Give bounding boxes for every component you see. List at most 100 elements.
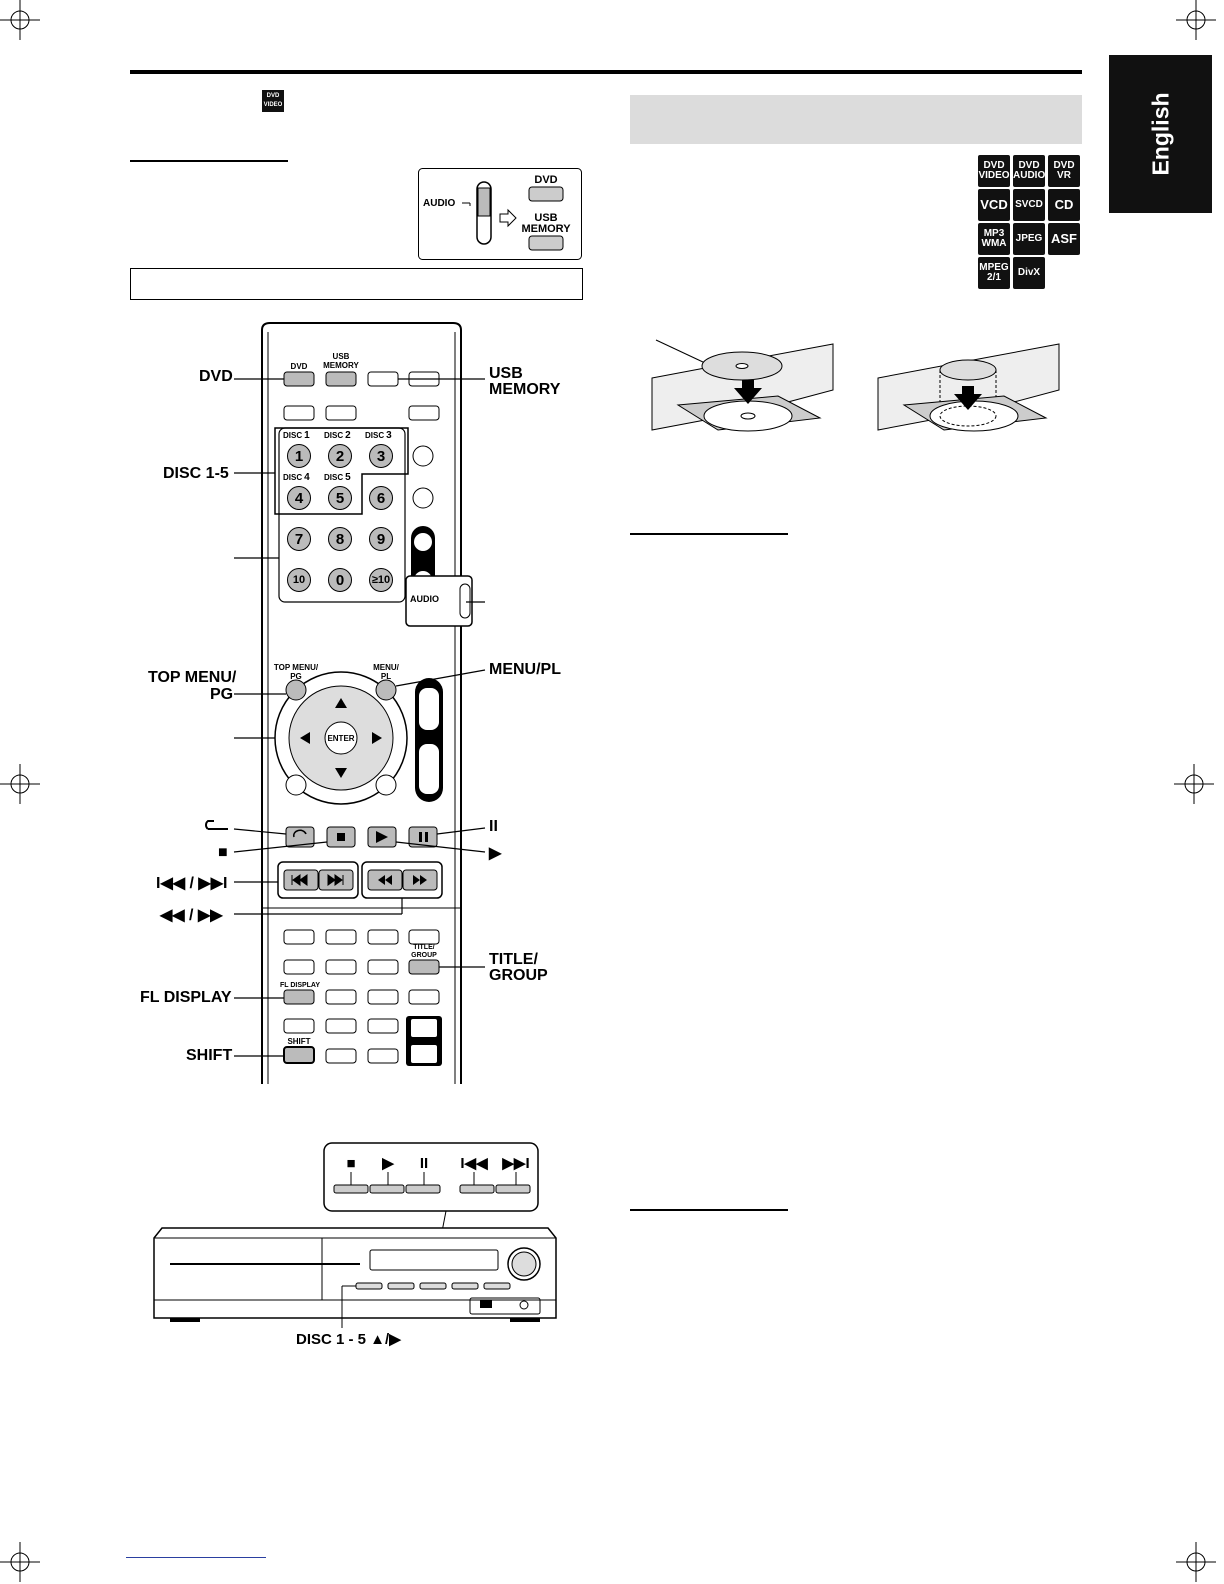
registration-mark-icon: [1176, 1542, 1216, 1582]
unit-stop-symbol: ■: [346, 1155, 355, 1172]
format-icon-line2: WMA: [981, 238, 1007, 249]
disc-key-number: 2: [345, 430, 351, 441]
dvd-video-icon: DVD VIDEO: [262, 90, 284, 112]
disc-key-prefix: DISC: [324, 431, 344, 440]
format-icon-line1: DVD: [1053, 159, 1075, 171]
number-key: 9: [369, 527, 393, 551]
disc-key-number: 5: [345, 472, 351, 483]
key-menu-label: MENU/: [373, 663, 400, 672]
callout-group: GROUP: [489, 967, 548, 984]
callout-pause: II: [489, 818, 498, 835]
section-rule: [630, 533, 788, 535]
registration-mark-icon: [1176, 0, 1216, 40]
source-selector-illustration: AUDIO DVD USB MEMORY: [418, 168, 582, 260]
format-icon: DivX: [1013, 257, 1045, 289]
format-icon-line1: VCD: [980, 197, 1008, 213]
return-icon: [205, 820, 228, 830]
format-icon-line1: MP3: [983, 227, 1005, 239]
callout-disc: DISC 1-5: [163, 465, 229, 482]
format-icon-line1: DVD: [1018, 159, 1040, 171]
callout-pg: PG: [210, 686, 234, 703]
disc-key-prefix: DISC: [324, 473, 344, 482]
note-box: [130, 268, 583, 300]
format-icon: CD: [1048, 189, 1080, 221]
disc-key-number: 4: [304, 472, 310, 483]
unit-pause-symbol: II: [420, 1155, 428, 1172]
disc-load-illustration-2: [877, 343, 1060, 432]
callout-menu-pl: MENU/PL: [489, 661, 561, 678]
format-icon-line1: JPEG: [1015, 232, 1043, 244]
disc-key-number: 3: [386, 430, 392, 441]
number-key: 4: [287, 486, 311, 510]
number-key: 6: [369, 486, 393, 510]
callout-stop: ■: [218, 844, 228, 861]
callout-dvd: DVD: [199, 368, 233, 385]
callout-play: ▶: [489, 845, 502, 862]
main-unit-illustration: ■ ▶ II I◀◀ ▶▶I: [153, 1142, 557, 1328]
callout-disc-eject: DISC 1 - 5 ▲/▶: [296, 1331, 401, 1348]
number-key: 7: [287, 527, 311, 551]
callout-memory: MEMORY: [489, 381, 561, 398]
format-icon-line2: VR: [1057, 170, 1071, 181]
format-icon: SVCD: [1013, 189, 1045, 221]
key-top-menu-label: TOP MENU/: [274, 663, 319, 672]
dvd-video-icon-line1: DVD: [266, 93, 280, 99]
disc-key-prefix: DISC: [283, 431, 303, 440]
number-key: 2: [328, 444, 352, 468]
language-tab-label: English: [1147, 92, 1173, 176]
number-key: 0: [328, 568, 352, 592]
format-icon: ASF: [1048, 223, 1080, 255]
key-group-label: GROUP: [411, 952, 437, 959]
disc-load-illustration-1: [651, 339, 834, 432]
format-icon: VCD: [978, 189, 1010, 221]
registration-mark-icon: [0, 764, 40, 804]
format-icon-line1: CD: [1054, 197, 1074, 213]
key-shift-label: SHIFT: [287, 1037, 310, 1046]
number-key: ≥10: [369, 568, 393, 592]
registration-mark-icon: [0, 1542, 40, 1582]
disc-key-number: 1: [304, 430, 310, 441]
callout-top-menu: TOP MENU/: [148, 669, 237, 686]
format-icon-line1: SVCD: [1015, 198, 1043, 210]
section-rule: [130, 160, 288, 162]
remote-control-illustration: DVD USB MEMORY AUDIO ENTER TOP MENU/ PG …: [233, 322, 486, 1084]
disc-key-prefix: DISC: [283, 473, 303, 482]
number-key: 1: [287, 444, 311, 468]
key-enter-label: ENTER: [327, 734, 354, 743]
format-icon: JPEG: [1013, 223, 1045, 255]
key-fl-display-label: FL DISPLAY: [280, 982, 320, 989]
callout-usb: USB: [489, 365, 523, 382]
callout-title: TITLE/: [489, 951, 538, 968]
key-dvd-label: DVD: [291, 362, 308, 371]
number-key: 5: [328, 486, 352, 510]
format-icon-line2: 2/1: [987, 272, 1001, 283]
selector-usb-label: USB: [534, 212, 557, 224]
disc-key-prefix: DISC: [365, 431, 385, 440]
key-pl-label: PL: [381, 672, 391, 681]
selector-dvd-label: DVD: [534, 174, 557, 186]
unit-next-symbol: ▶▶I: [501, 1155, 529, 1172]
callout-fl-display: FL DISPLAY: [140, 989, 232, 1006]
number-key: 8: [328, 527, 352, 551]
callout-skip: I◀◀ / ▶▶I: [156, 875, 228, 892]
dvd-video-icon-line2: VIDEO: [263, 102, 283, 108]
section-rule: [630, 1209, 788, 1211]
format-icon-line1: DVD: [983, 159, 1005, 171]
language-tab: English: [1109, 55, 1212, 213]
registration-mark-icon: [1174, 764, 1214, 804]
format-icon-line2: VIDEO: [978, 170, 1010, 181]
format-icon-line1: ASF: [1051, 231, 1077, 247]
selector-memory-label: MEMORY: [521, 223, 571, 235]
key-usb-label: USB: [333, 352, 350, 361]
number-key: 10: [287, 568, 311, 592]
